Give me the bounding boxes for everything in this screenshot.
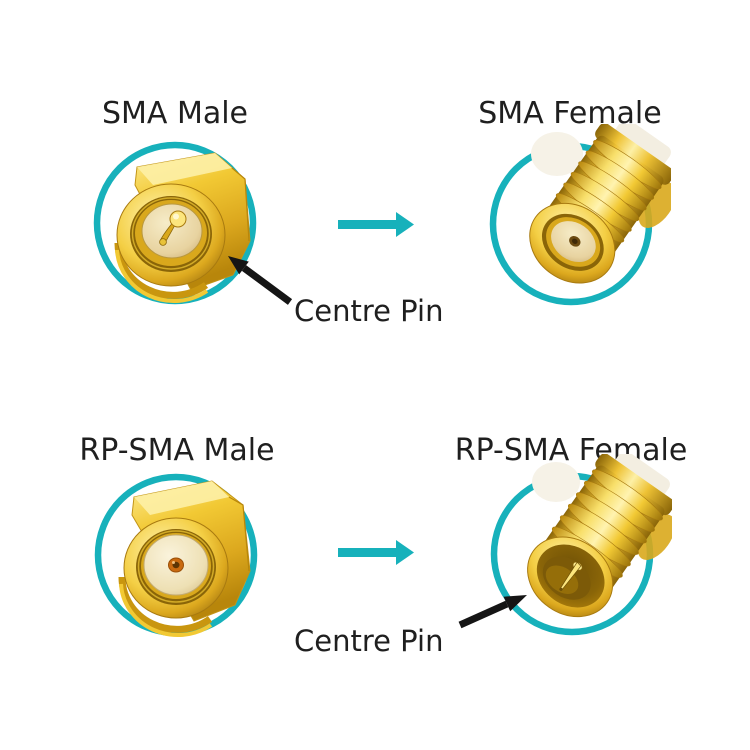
sma-male-connector-image bbox=[93, 141, 257, 305]
sma-male-title: SMA Male bbox=[101, 96, 249, 131]
centre-pin-label-top: Centre Pin bbox=[294, 294, 444, 328]
hex-edge bbox=[228, 496, 250, 572]
back-collar bbox=[595, 454, 672, 516]
coupling-nut-lip-highlight bbox=[119, 583, 213, 638]
back-insulator bbox=[614, 124, 671, 166]
hex-top-facet bbox=[137, 153, 232, 185]
white-flange bbox=[531, 132, 583, 176]
centre-pin-pointer-bottom-icon bbox=[458, 595, 527, 629]
coupling-nut-lip bbox=[118, 576, 213, 633]
rp-sma-male-connector-image bbox=[94, 473, 258, 638]
back-flange bbox=[638, 182, 671, 228]
hex-top-facet bbox=[134, 481, 229, 515]
rp-sma-female-connector bbox=[527, 454, 672, 618]
hex-edge bbox=[231, 167, 250, 242]
centre-pin-tip bbox=[559, 587, 563, 591]
centre-pin-head bbox=[169, 210, 187, 228]
rp-sma-female-title: RP-SMA Female bbox=[454, 433, 688, 468]
back-collar bbox=[595, 124, 671, 185]
sma-female-connector bbox=[529, 124, 671, 284]
flow-arrow-top-icon bbox=[338, 212, 414, 237]
coupling-nut-lip bbox=[114, 242, 209, 299]
centre-pin-label-bottom: Centre Pin bbox=[294, 624, 444, 658]
rp-sma-female-connector-image bbox=[490, 454, 672, 636]
white-flange bbox=[532, 462, 580, 502]
flow-arrow-bottom-icon bbox=[338, 540, 414, 565]
centre-pin-pointer-top-icon bbox=[228, 256, 293, 305]
rp-sma-male-title: RP-SMA Male bbox=[79, 433, 275, 468]
sma-male-connector bbox=[114, 152, 251, 304]
sma-female-connector-image bbox=[489, 124, 671, 306]
back-flange bbox=[637, 514, 672, 560]
inner-thread-ring bbox=[137, 530, 215, 603]
rp-sma-male-connector bbox=[118, 480, 251, 638]
teal-highlight-circle bbox=[94, 473, 258, 637]
centre-socket-dark bbox=[571, 238, 578, 244]
back-insulator bbox=[613, 454, 670, 498]
centre-pin-tip bbox=[159, 238, 167, 246]
inner-thread-ring bbox=[131, 197, 211, 270]
centre-pin-highlight bbox=[173, 213, 179, 220]
socket-highlight bbox=[172, 561, 175, 564]
coupling-nut-lip-highlight bbox=[115, 249, 209, 304]
